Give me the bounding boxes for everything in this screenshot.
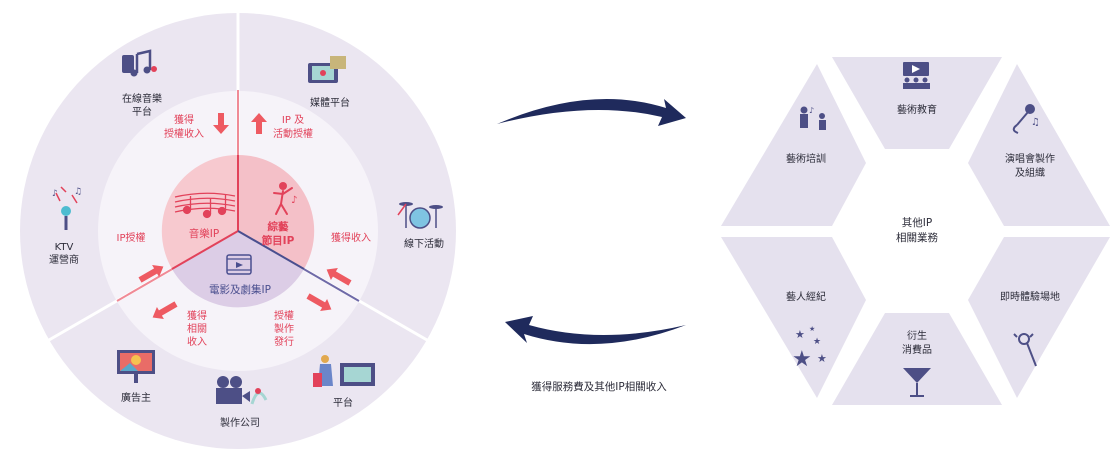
produce-release-line1: 授權 bbox=[274, 309, 294, 322]
gain-income-label: 獲得收入 bbox=[331, 231, 371, 244]
microphone-icon: ♫ bbox=[1012, 104, 1040, 134]
segment-artist-management bbox=[721, 237, 866, 398]
flow-connector: 獲得服務費及其他IP相關收入 bbox=[497, 99, 686, 393]
arrow-down-icon bbox=[213, 113, 229, 134]
svg-text:★: ★ bbox=[795, 328, 805, 341]
trainer-icon: ♪ bbox=[800, 106, 826, 130]
stars-icon: ★ ★ ★ ★ ★ bbox=[792, 325, 827, 372]
svg-text:★: ★ bbox=[817, 352, 827, 365]
film-icon bbox=[226, 254, 252, 275]
artist-management-label: 藝人經紀 bbox=[786, 290, 826, 303]
segment-concert bbox=[968, 64, 1110, 226]
selfie-stick-icon bbox=[1013, 333, 1037, 367]
production-company-icon bbox=[216, 376, 268, 405]
license-income-line2: 授權收入 bbox=[164, 127, 204, 140]
segment-immersive bbox=[968, 237, 1110, 398]
produce-release-line2: 製作 bbox=[274, 322, 294, 335]
billboard-icon bbox=[117, 350, 155, 383]
online-music-label-line1: 在線音樂 bbox=[122, 92, 162, 105]
media-platform-label: 媒體平台 bbox=[310, 96, 350, 109]
segment-arts-education bbox=[832, 57, 1002, 149]
arrow-up-icon bbox=[251, 113, 267, 134]
arts-training-label: 藝術培訓 bbox=[786, 152, 826, 165]
svg-text:♪: ♪ bbox=[291, 195, 297, 206]
variety-ip-label-line1: 綜藝 bbox=[268, 220, 289, 233]
ip-license-label: IP授權 bbox=[117, 231, 146, 244]
flow-arrows bbox=[138, 113, 352, 320]
music-ip-sector bbox=[161, 154, 238, 269]
arrow-produce-icon bbox=[306, 293, 332, 312]
platform-icon bbox=[313, 355, 375, 387]
cocktail-glass-icon bbox=[903, 368, 931, 397]
variety-ip-label-line2: 節目IP bbox=[261, 234, 295, 247]
curved-arrow-right-icon bbox=[497, 99, 686, 126]
ip-activity-line1: IP 及 bbox=[282, 114, 304, 126]
related-income-line1: 獲得 bbox=[187, 309, 207, 322]
related-income-line2: 相關 bbox=[187, 322, 207, 335]
service-income-caption: 獲得服務費及其他IP相關收入 bbox=[531, 380, 667, 393]
merch-label-line2: 消費品 bbox=[902, 343, 932, 356]
production-company-label: 製作公司 bbox=[220, 416, 260, 429]
online-music-label-line2: 平台 bbox=[132, 105, 152, 118]
media-platform-icon bbox=[308, 56, 346, 83]
ktv-microphone-icon: ♪ ♫ bbox=[52, 186, 82, 230]
segment-arts-training bbox=[721, 64, 866, 226]
ktv-label-line1: KTV bbox=[55, 242, 74, 253]
ip-ecosystem-circle: 音樂IP ♪ 綜藝 節目IP 電影及劇集IP 獲得 授權收 bbox=[20, 13, 456, 449]
audience-screen-icon bbox=[903, 62, 930, 89]
svg-text:★: ★ bbox=[792, 347, 812, 372]
music-ip-label: 音樂IP bbox=[189, 227, 219, 240]
arts-education-label: 藝術教育 bbox=[897, 103, 937, 116]
svg-text:★: ★ bbox=[813, 337, 821, 347]
segment-merchandise bbox=[832, 313, 1002, 405]
ktv-label-line2: 運營商 bbox=[49, 253, 79, 266]
related-income-line3: 收入 bbox=[187, 335, 207, 348]
svg-text:♪: ♪ bbox=[809, 106, 814, 115]
hexagon-center bbox=[851, 165, 983, 297]
platform-label: 平台 bbox=[333, 396, 353, 409]
concert-label-line1: 演唱會製作 bbox=[1005, 152, 1055, 165]
arrow-right-icon bbox=[326, 267, 352, 286]
svg-text:♪: ♪ bbox=[52, 189, 58, 199]
produce-release-line3: 發行 bbox=[274, 335, 294, 348]
arrow-related-icon bbox=[152, 301, 178, 320]
center-label-line2: 相關業務 bbox=[896, 231, 938, 244]
film-ip-label: 電影及劇集IP bbox=[209, 283, 271, 296]
svg-text:♫: ♫ bbox=[74, 187, 82, 197]
center-label-line1: 其他IP bbox=[902, 216, 932, 229]
ip-activity-line2: 活動授權 bbox=[273, 127, 313, 140]
curved-arrow-left-icon bbox=[505, 316, 686, 345]
offline-events-label: 線下活動 bbox=[404, 237, 444, 250]
advertiser-label: 廣告主 bbox=[121, 391, 151, 404]
dancer-icon: ♪ bbox=[273, 182, 297, 215]
drum-kit-icon bbox=[397, 202, 443, 229]
other-ip-hexagon: 其他IP 相關業務 藝術教育 ♫ 演唱會製作 及組織 即時體驗場地 衍生 消費品 bbox=[721, 57, 1110, 405]
merch-label-line1: 衍生 bbox=[907, 329, 927, 342]
immersive-venue-label: 即時體驗場地 bbox=[1000, 290, 1060, 303]
license-income-line1: 獲得 bbox=[174, 113, 194, 126]
music-notes-icon bbox=[174, 192, 236, 219]
concert-label-line2: 及組織 bbox=[1015, 166, 1045, 179]
svg-text:★: ★ bbox=[809, 325, 815, 333]
arrow-left-icon bbox=[138, 264, 164, 283]
svg-text:♫: ♫ bbox=[1031, 117, 1040, 128]
online-music-icon bbox=[122, 49, 157, 77]
